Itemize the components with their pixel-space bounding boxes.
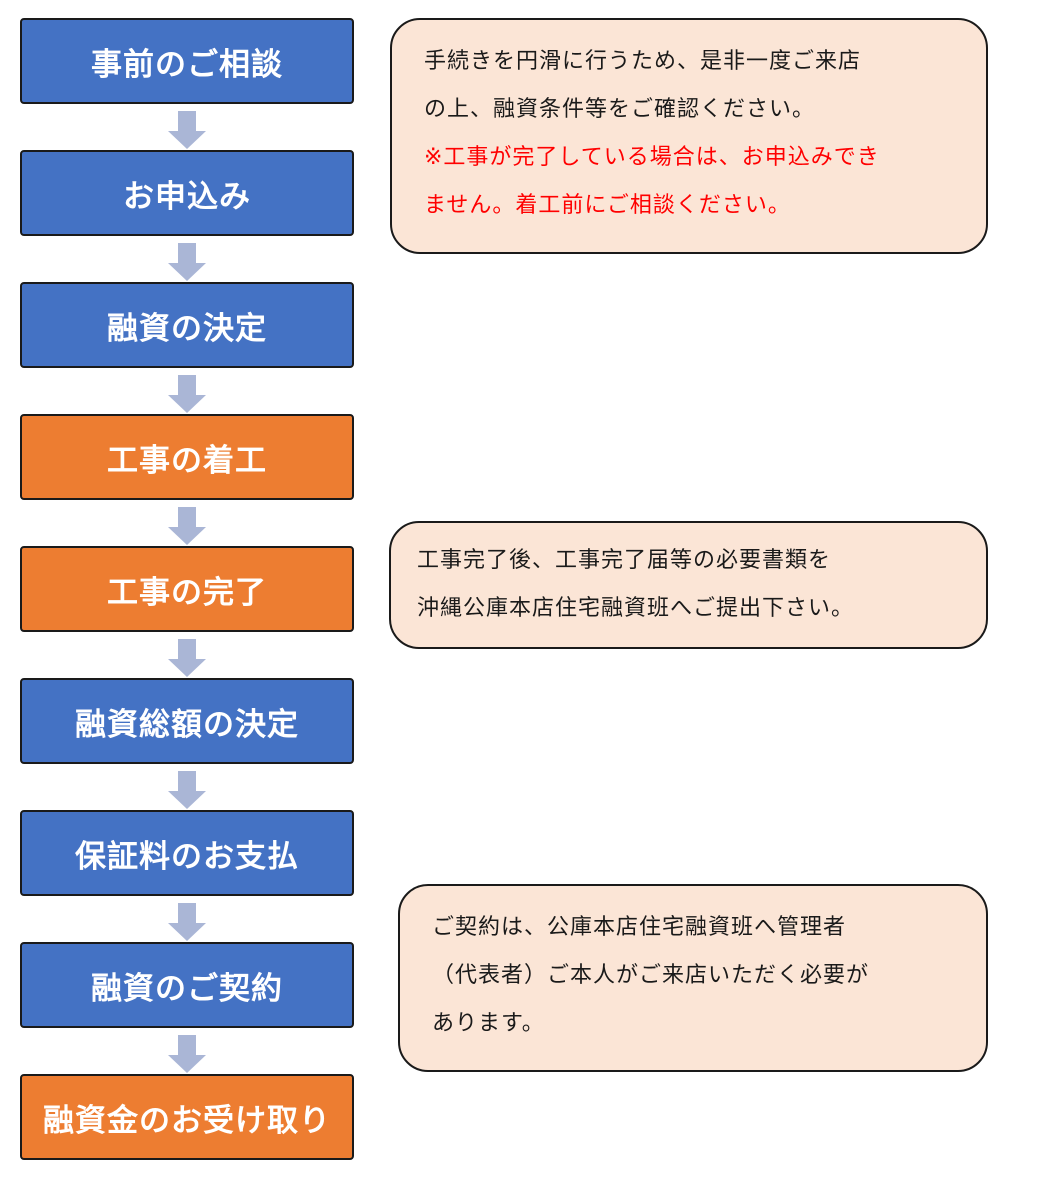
note-text: あります。: [432, 1011, 545, 1036]
down-arrow-icon: [168, 243, 206, 283]
note-completion: 工事完了後、工事完了届等の必要書類を 沖縄公庫本店住宅融資班へご提出下さい。: [389, 521, 988, 649]
step-prior-consultation: 事前のご相談: [20, 18, 354, 104]
note-text: 沖縄公庫本店住宅融資班へご提出下さい。: [417, 596, 855, 621]
note-text: （代表者）ご本人がご来店いただく必要が: [432, 963, 870, 988]
note-consultation: 手続きを円滑に行うため、是非一度ご来店 の上、融資条件等をご確認ください。 ※工…: [390, 18, 988, 254]
step-loan-contract: 融資のご契約: [20, 942, 354, 1028]
note-warning: ません。着工前にご相談ください。: [424, 193, 791, 218]
down-arrow-icon: [168, 771, 206, 811]
down-arrow-icon: [168, 639, 206, 679]
step-application: お申込み: [20, 150, 354, 236]
step-guarantee-fee-payment: 保証料のお支払: [20, 810, 354, 896]
down-arrow-icon: [168, 1035, 206, 1075]
down-arrow-icon: [168, 903, 206, 943]
note-contract: ご契約は、公庫本店住宅融資班へ管理者 （代表者）ご本人がご来店いただく必要が あ…: [398, 884, 988, 1072]
note-text: 工事完了後、工事完了届等の必要書類を: [417, 548, 832, 573]
note-warning: ※工事が完了している場合は、お申込みでき: [424, 145, 880, 170]
step-total-amount-decision: 融資総額の決定: [20, 678, 354, 764]
step-construction-complete: 工事の完了: [20, 546, 354, 632]
note-text: の上、融資条件等をご確認ください。: [424, 97, 816, 122]
down-arrow-icon: [168, 375, 206, 415]
step-loan-decision: 融資の決定: [20, 282, 354, 368]
down-arrow-icon: [168, 111, 206, 151]
note-text: 手続きを円滑に行うため、是非一度ご来店: [424, 49, 862, 74]
step-loan-receipt: 融資金のお受け取り: [20, 1074, 354, 1160]
note-text: ご契約は、公庫本店住宅融資班へ管理者: [432, 915, 847, 940]
down-arrow-icon: [168, 507, 206, 547]
step-construction-start: 工事の着工: [20, 414, 354, 500]
